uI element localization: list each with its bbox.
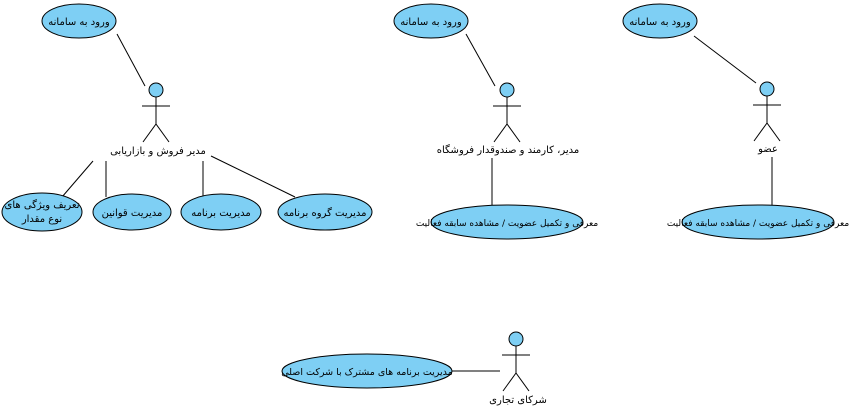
- actor-left-leg: [753, 122, 768, 142]
- usecase-login-1[interactable]: ورود به سامانه: [41, 3, 117, 39]
- actor-left-leg: [493, 123, 508, 143]
- actor-right-leg: [766, 122, 781, 142]
- usecase-shape[interactable]: [430, 204, 584, 240]
- usecase-shape[interactable]: [1, 192, 83, 232]
- actor-right-leg: [155, 123, 170, 143]
- usecase-label: مدیریت برنامه: [191, 208, 251, 219]
- usecase-label: ورود به سامانه: [629, 17, 691, 28]
- actor-store-staff: [493, 82, 521, 143]
- assoc-login-3: [693, 35, 757, 84]
- actor-label-partners: شرکای تجاری: [489, 395, 547, 406]
- usecase-shape[interactable]: [622, 3, 698, 39]
- usecase-program-group-management[interactable]: مدیریت گروه برنامه: [277, 193, 373, 231]
- actor-head: [759, 81, 775, 97]
- usecase-shape[interactable]: [180, 193, 262, 231]
- usecase-label-line2: نوع مقدار: [21, 214, 62, 225]
- actor-label-store-staff: مدیر، کارمند و صندوقدار فروشگاه: [437, 144, 579, 156]
- usecase-label: ورود به سامانه: [48, 17, 110, 28]
- actor-head: [499, 82, 515, 98]
- assoc-login-1: [116, 33, 146, 87]
- usecase-label: مدیریت برنامه های مشترک با شرکت اصلی: [281, 367, 453, 378]
- actor-head: [148, 82, 164, 98]
- associations: [61, 33, 773, 372]
- usecase-login-3[interactable]: ورود به سامانه: [622, 3, 698, 39]
- actor-member: [753, 81, 781, 142]
- assoc-define-features: [61, 160, 94, 198]
- actor-label-sales-manager: مدیر فروش و بازاریابی: [110, 146, 206, 157]
- usecase-shape[interactable]: [393, 3, 469, 39]
- assoc-program-group-management: [210, 155, 296, 198]
- actor-left-leg: [142, 123, 157, 143]
- usecase-login-2[interactable]: ورود به سامانه: [393, 3, 469, 39]
- usecase-shape[interactable]: [277, 193, 373, 231]
- usecase-label-line1: تعریف ویژگی های: [5, 199, 80, 211]
- usecase-define-features[interactable]: تعریف ویژگی های نوع مقدار: [1, 192, 83, 232]
- actor-right-leg: [515, 372, 530, 392]
- actor-right-leg: [506, 123, 521, 143]
- usecase-intro-membership-store[interactable]: معرفی و تکمیل عضویت / مشاهده سابقه فعالی…: [416, 204, 599, 240]
- usecase-intro-membership-member[interactable]: معرفی و تکمیل عضویت / مشاهده سابقه فعالی…: [667, 204, 850, 240]
- usecase-joint-programs[interactable]: مدیریت برنامه های مشترک با شرکت اصلی: [281, 353, 453, 389]
- usecase-label: مدیریت گروه برنامه: [283, 207, 366, 219]
- usecase-label: مدیریت قوانین: [102, 208, 163, 219]
- actor-partners: [502, 331, 530, 392]
- usecase-shape[interactable]: [92, 193, 172, 231]
- actor-label-member: عضو: [757, 144, 778, 155]
- usecase-label: معرفی و تکمیل عضویت / مشاهده سابقه فعالی…: [667, 219, 850, 229]
- actor-head: [508, 331, 524, 347]
- usecase-label: معرفی و تکمیل عضویت / مشاهده سابقه فعالی…: [416, 219, 599, 229]
- usecase-shape[interactable]: [41, 3, 117, 39]
- usecase-program-management[interactable]: مدیریت برنامه: [180, 193, 262, 231]
- usecase-rules-management[interactable]: مدیریت قوانین: [92, 193, 172, 231]
- assoc-login-2: [465, 33, 496, 87]
- usecase-shape[interactable]: [281, 353, 453, 389]
- actor-left-leg: [502, 372, 517, 392]
- usecase-label: ورود به سامانه: [400, 17, 462, 28]
- usecase-shape[interactable]: [681, 204, 835, 240]
- actor-sales-manager: [142, 82, 170, 143]
